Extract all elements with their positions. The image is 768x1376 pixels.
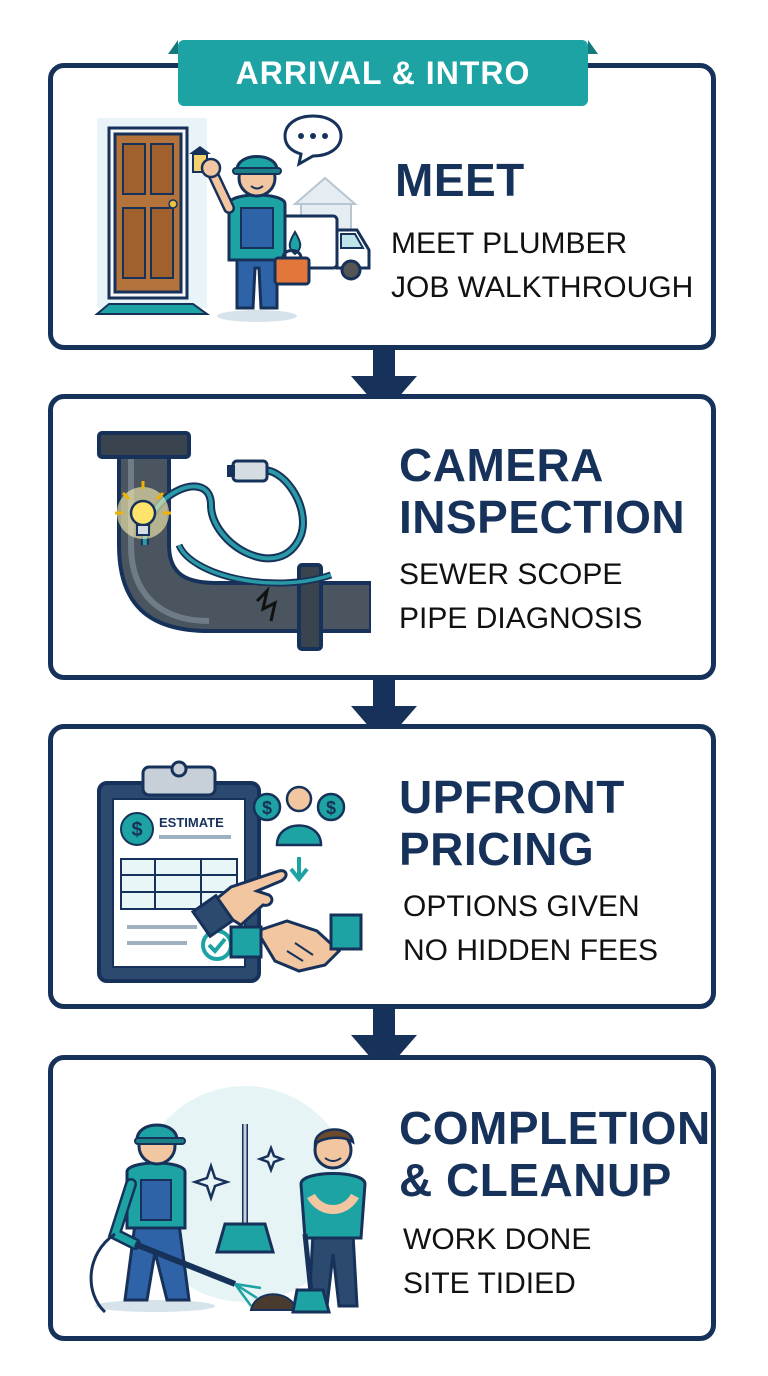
plumber-at-door-icon bbox=[89, 108, 379, 328]
step-card-meet: MEET MEET PLUMBER JOB WALKTHROUGH bbox=[48, 63, 716, 350]
section-banner: ARRIVAL & INTRO bbox=[168, 40, 598, 106]
step-details: SEWER SCOPE PIPE DIAGNOSIS bbox=[399, 558, 643, 635]
step-details: MEET PLUMBER JOB WALKTHROUGH bbox=[391, 227, 694, 304]
svg-text:$: $ bbox=[326, 798, 336, 818]
step-details: OPTIONS GIVEN NO HIDDEN FEES bbox=[403, 890, 659, 967]
step-title: MEET bbox=[395, 154, 525, 206]
sewer-camera-icon bbox=[97, 431, 371, 651]
svg-text:$: $ bbox=[262, 798, 272, 818]
estimate-clipboard-icon: $ ESTIMATE $ $ bbox=[97, 760, 363, 983]
step-title: COMPLETION & CLEANUP bbox=[399, 1102, 711, 1206]
step-title: UPFRONT PRICING bbox=[399, 771, 625, 875]
step-card-camera-inspection: CAMERA INSPECTION SEWER SCOPE PIPE DIAGN… bbox=[48, 394, 716, 680]
step-details: WORK DONE SITE TIDIED bbox=[403, 1223, 592, 1300]
svg-text:$: $ bbox=[131, 819, 142, 841]
step-title: CAMERA INSPECTION bbox=[399, 439, 686, 543]
cleanup-crew-icon bbox=[89, 1086, 367, 1314]
flow-arrow-down-icon bbox=[351, 1009, 417, 1073]
estimate-label: ESTIMATE bbox=[159, 815, 224, 830]
step-card-completion-cleanup: COMPLETION & CLEANUP WORK DONE SITE TIDI… bbox=[48, 1055, 716, 1341]
banner-label: ARRIVAL & INTRO bbox=[235, 54, 531, 91]
step-card-upfront-pricing: $ ESTIMATE $ $ UPFRONT PRICING OPTIONS G… bbox=[48, 724, 716, 1009]
